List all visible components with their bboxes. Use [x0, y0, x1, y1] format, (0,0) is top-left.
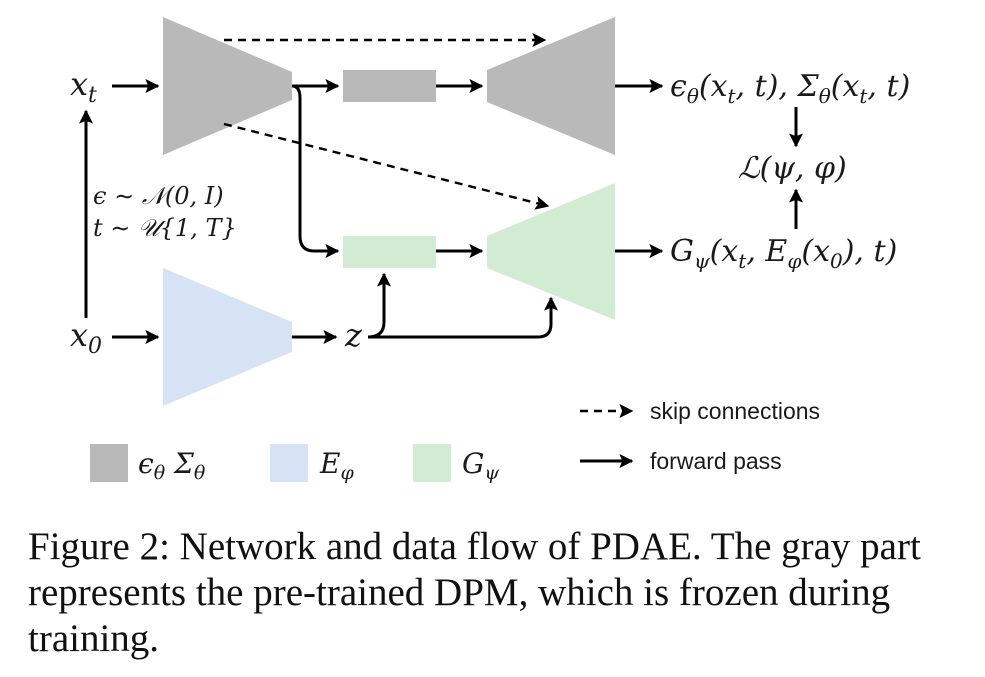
- legend-green-swatch: [413, 444, 451, 482]
- loss-label: ℒ(ψ, φ): [738, 151, 847, 186]
- legend-skip-label: skip connections: [650, 398, 820, 424]
- noise-eps-label: ϵ ∼ 𝒩(0, I): [93, 182, 224, 210]
- edge-z-to-green-decoder: [368, 296, 558, 339]
- decoder-output-label: Gψ(xt, Eφ(x0), t): [670, 234, 897, 273]
- legend-green-label: Gψ: [462, 447, 500, 484]
- legend-gray-swatch: [90, 444, 128, 482]
- dpm-output-label: ϵθ(xt, t), Σθ(xt, t): [670, 69, 910, 108]
- dpm-decoder-block: [487, 17, 615, 155]
- z-label: z: [344, 316, 363, 354]
- noise-t-label: t ∼ 𝒰{1, T}: [93, 214, 237, 242]
- dpm-middle-block: [343, 70, 436, 102]
- decoder-g-psi-block: [487, 183, 615, 320]
- decoder-g-psi-middle-block: [343, 236, 436, 268]
- legend-blue-swatch: [270, 444, 308, 482]
- edge-z-to-green-mid: [367, 272, 391, 339]
- skip-encoder-to-g-decoder: [223, 122, 550, 210]
- pdae-diagram: xt x0 z ϵ ∼ 𝒩(0, I) t ∼ 𝒰{1, T} ϵθ(xt, t…: [70, 17, 910, 484]
- encoder-e-phi-block: [163, 268, 292, 406]
- figure-caption: Figure 2: Network and data flow of PDAE.…: [28, 525, 921, 660]
- x-t-label: xt: [70, 65, 97, 108]
- x-0-label: x0: [70, 316, 102, 359]
- edge-encoder-to-green-mid: [291, 84, 340, 258]
- legend-forward-label: forward pass: [650, 448, 782, 474]
- dpm-encoder-block: [163, 17, 292, 155]
- legend-blue-label: Eφ: [319, 447, 354, 484]
- legend-gray-label: ϵθ Σθ: [138, 447, 206, 484]
